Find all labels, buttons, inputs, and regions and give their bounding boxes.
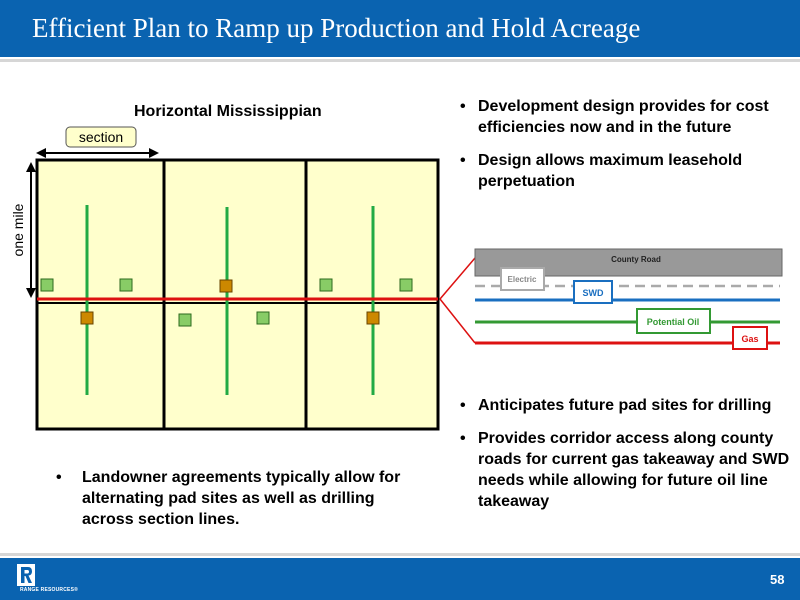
current-pad	[366, 311, 380, 325]
footer-divider	[0, 553, 800, 556]
bullet-item: Landowner agreements typically allow for…	[56, 467, 416, 530]
future-pad	[256, 311, 270, 325]
future-pad	[178, 313, 192, 327]
diagram-title: Horizontal Mississippian	[134, 103, 322, 120]
potential-oil-label-box	[636, 308, 711, 334]
arrowhead-icon	[36, 148, 46, 158]
gas-label-box	[732, 326, 768, 350]
future-pad	[40, 278, 54, 292]
section-cell	[37, 160, 164, 301]
future-pad	[119, 278, 133, 292]
range-resources-logo-icon	[17, 564, 35, 586]
bullet-list-left: Landowner agreements typically allow for…	[56, 467, 416, 530]
header-bar	[0, 0, 800, 57]
section-label: section	[79, 129, 123, 145]
bullet-item: Development design provides for cost eff…	[460, 96, 790, 138]
page-number: 58	[770, 572, 785, 587]
section-grid-border	[35, 158, 440, 431]
bullet-list-right-top: Development design provides for cost eff…	[460, 96, 790, 204]
arrowhead-icon	[26, 162, 36, 172]
electric-label-box	[500, 267, 545, 291]
potential-oil-label: Potential Oil	[647, 317, 700, 327]
mile-label: one mile	[10, 203, 26, 256]
electric-label: Electric	[508, 275, 537, 284]
callout-line	[439, 257, 476, 300]
logo-text: RANGE RESOURCES®	[20, 587, 79, 593]
bullet-item: Design allows maximum leasehold perpetua…	[460, 150, 790, 192]
bullet-item: Provides corridor access along county ro…	[460, 428, 795, 512]
bullet-list-right-bottom: Anticipates future pad sites for drillin…	[460, 395, 795, 524]
gas-label: Gas	[741, 334, 758, 344]
swd-label-box	[573, 280, 613, 304]
header-divider	[0, 59, 800, 62]
callout-line	[439, 298, 476, 344]
slide-title: Efficient Plan to Ramp up Production and…	[32, 13, 641, 43]
current-pad	[80, 311, 94, 325]
future-pad	[399, 278, 413, 292]
current-pad	[219, 279, 233, 293]
swd-label: SWD	[583, 288, 604, 298]
county-road-label: County Road	[611, 255, 661, 264]
arrowhead-icon	[149, 148, 159, 158]
bullet-item: Anticipates future pad sites for drillin…	[460, 395, 795, 416]
footer-bar	[0, 558, 800, 600]
section-cell	[164, 160, 306, 301]
future-pad	[319, 278, 333, 292]
section-label-box	[65, 126, 137, 148]
section-cell	[37, 301, 164, 429]
arrowhead-icon	[26, 288, 36, 298]
